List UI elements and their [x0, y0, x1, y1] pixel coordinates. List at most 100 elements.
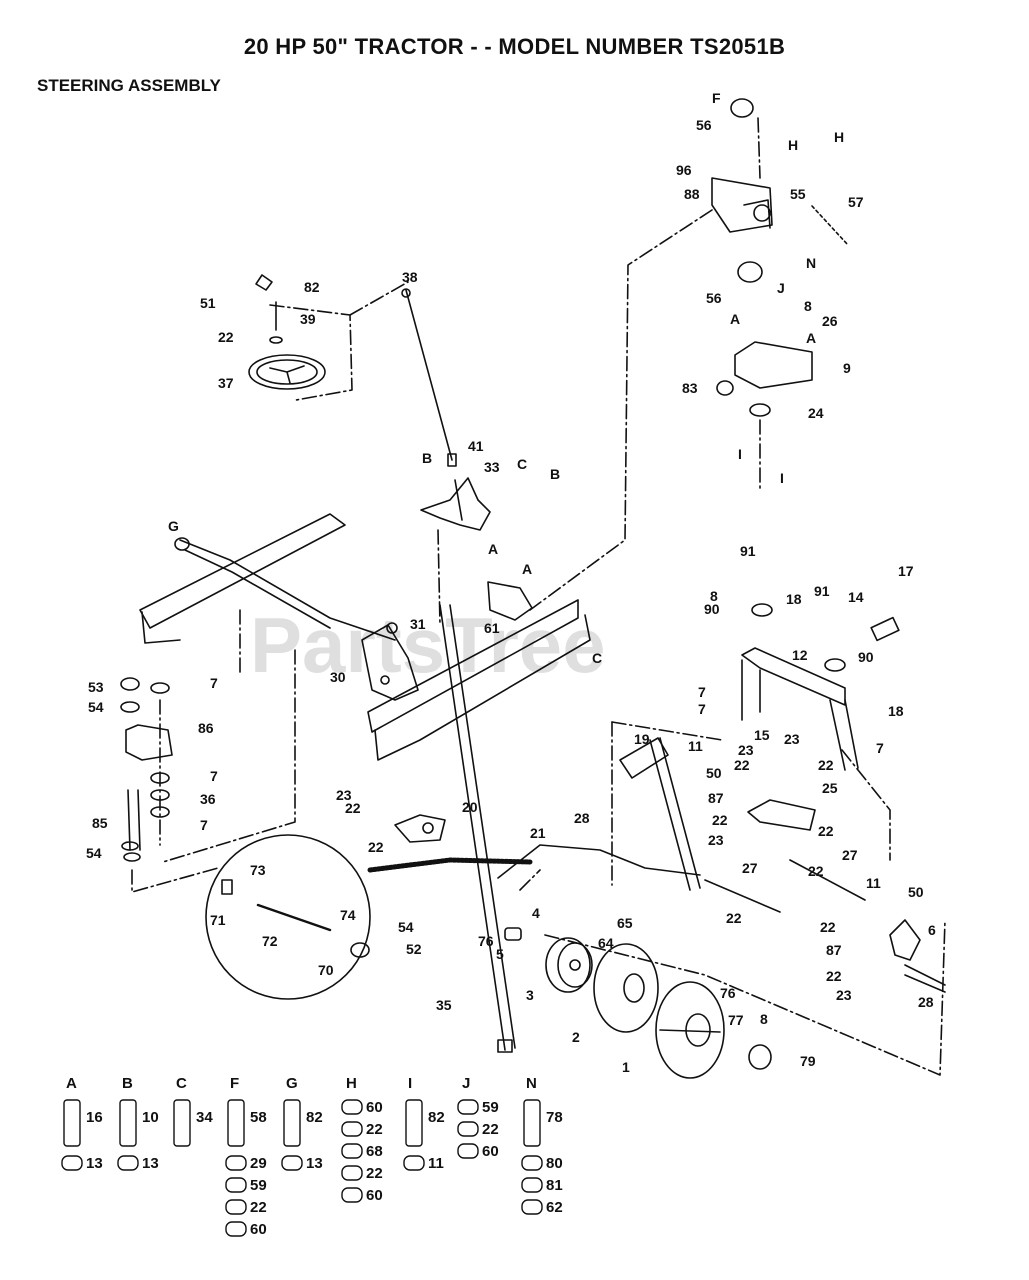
hardware-letter: H: [346, 1075, 357, 1092]
washer-nut-icon: [225, 1221, 247, 1237]
washer-nut-icon: [521, 1177, 543, 1193]
callout-label: 7: [210, 768, 218, 784]
callout-label: 79: [800, 1053, 816, 1069]
callout-label: 7: [210, 675, 218, 691]
callout-label: 21: [530, 825, 546, 841]
callout-label: B: [422, 450, 432, 466]
hardware-part-number: 34: [196, 1109, 213, 1126]
callout-label: 22: [712, 812, 728, 828]
callout-label: 51: [200, 295, 216, 311]
callout-label: C: [517, 456, 527, 472]
hardware-part-number: 60: [482, 1143, 499, 1160]
hardware-part-number: 78: [546, 1109, 563, 1126]
callout-label: 56: [696, 117, 712, 133]
hardware-letter: F: [230, 1075, 239, 1092]
callout-label: N: [806, 255, 816, 271]
callout-label: 87: [708, 790, 724, 806]
hardware-letter: A: [66, 1075, 77, 1092]
callout-label: 72: [262, 933, 278, 949]
callout-label: 12: [792, 647, 808, 663]
washer-nut-icon: [225, 1155, 247, 1171]
hardware-letter: C: [176, 1075, 187, 1092]
hardware-letter: B: [122, 1075, 133, 1092]
callout-label: 18: [786, 591, 802, 607]
washer-nut-icon: [225, 1199, 247, 1215]
callout-label: B: [550, 466, 560, 482]
callout-label: 77: [728, 1012, 744, 1028]
callout-label: 2: [572, 1029, 580, 1045]
callout-label: A: [488, 541, 498, 557]
callout-label: 76: [478, 933, 494, 949]
callout-label: 71: [210, 912, 226, 928]
washer-nut-icon: [341, 1165, 363, 1181]
callout-label: 50: [706, 765, 722, 781]
callout-label: A: [806, 330, 816, 346]
callout-label: 11: [866, 875, 881, 891]
hardware-part-number: 29: [250, 1155, 267, 1172]
callout-label: 33: [484, 459, 500, 475]
hardware-letter: N: [526, 1075, 537, 1092]
callout-label: G: [168, 518, 179, 534]
callout-label: 27: [742, 860, 758, 876]
callout-label: 4: [532, 905, 540, 921]
washer-nut-icon: [341, 1187, 363, 1203]
callout-label: 86: [198, 720, 214, 736]
bolt-icon: [63, 1099, 81, 1147]
callout-label: 22: [826, 968, 842, 984]
callout-label: 14: [848, 589, 864, 605]
callout-label: 22: [734, 757, 750, 773]
callout-label: 22: [820, 919, 836, 935]
callout-label: 23: [708, 832, 724, 848]
hardware-part-number: 59: [250, 1177, 267, 1194]
callout-label: 15: [754, 727, 770, 743]
callout-label: 22: [818, 823, 834, 839]
callout-label: 6: [928, 922, 936, 938]
callout-label: 96: [676, 162, 692, 178]
washer-nut-icon: [117, 1155, 139, 1171]
bolt-icon: [405, 1099, 423, 1147]
hardware-part-number: 16: [86, 1109, 103, 1126]
callout-label: 54: [398, 919, 414, 935]
callout-label: 87: [826, 942, 842, 958]
callout-label: 7: [200, 817, 208, 833]
callout-label: C: [592, 650, 602, 666]
callout-label: 52: [406, 941, 422, 957]
callout-label: 54: [88, 699, 104, 715]
washer-nut-icon: [341, 1121, 363, 1137]
callout-label: 23: [738, 742, 754, 758]
callout-label: 90: [704, 601, 720, 617]
callout-label: 18: [888, 703, 904, 719]
washer-nut-icon: [457, 1099, 479, 1115]
callout-label: 26: [822, 313, 838, 329]
hardware-part-number: 82: [428, 1109, 445, 1126]
callout-label: 7: [698, 684, 706, 700]
callout-label: 1: [622, 1059, 630, 1075]
hardware-part-number: 59: [482, 1099, 499, 1116]
callout-label: H: [788, 137, 798, 153]
callout-label: 11: [688, 738, 703, 754]
bolt-icon: [119, 1099, 137, 1147]
callout-label: 28: [918, 994, 934, 1010]
callout-label: J: [777, 280, 785, 296]
callout-label: F: [712, 90, 721, 106]
hardware-part-number: 13: [306, 1155, 323, 1172]
callout-label: 91: [740, 543, 756, 559]
hardware-part-number: 81: [546, 1177, 563, 1194]
callout-label: 5: [496, 946, 504, 962]
callout-label: 19: [634, 731, 650, 747]
hardware-part-number: 60: [366, 1187, 383, 1204]
callout-label: A: [730, 311, 740, 327]
callout-label: 50: [908, 884, 924, 900]
callout-label: 61: [484, 620, 500, 636]
callout-label: A: [522, 561, 532, 577]
callout-label: 76: [720, 985, 736, 1001]
callout-label: 53: [88, 679, 104, 695]
callout-label: 54: [86, 845, 102, 861]
callout-label: 17: [898, 563, 914, 579]
hardware-part-number: 22: [366, 1121, 383, 1138]
washer-nut-icon: [457, 1121, 479, 1137]
callout-label: 22: [808, 863, 824, 879]
